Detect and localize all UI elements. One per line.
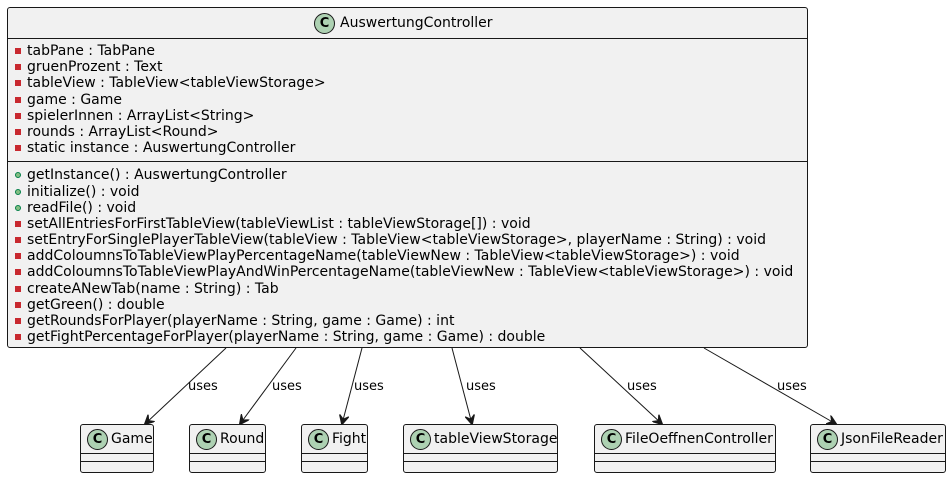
public-visibility-icon [15, 172, 21, 179]
methods-section [190, 462, 265, 476]
method-row: addColoumnsToTableViewPlayAndWinPercenta… [8, 264, 807, 280]
relation-arrow-game [145, 347, 227, 424]
methods-section [302, 462, 367, 476]
method-row: getInstance() : AuswertungController [8, 167, 807, 183]
class-stereotype-icon: C [817, 429, 838, 450]
fields-section: tabPane : TabPane gruenProzent : Text ta… [8, 39, 807, 163]
class-stereotype-icon: C [308, 429, 329, 450]
private-visibility-icon [15, 237, 21, 244]
private-visibility-icon [15, 64, 21, 71]
class-name: Fight [332, 431, 367, 447]
relation-arrow-tableviewstorage [451, 347, 472, 424]
public-visibility-icon [15, 188, 21, 195]
fields-section [81, 454, 153, 462]
relation-arrow-jsonfilereader [703, 347, 836, 424]
private-visibility-icon [15, 128, 21, 135]
class-stereotype-icon: C [410, 429, 431, 450]
relation-label-fileoeffnencontroller: uses [627, 379, 657, 394]
fields-section [595, 454, 775, 462]
method-row: setEntryForSinglePlayerTableView(tableVi… [8, 232, 807, 248]
fields-section [404, 454, 557, 462]
class-stereotype-icon: C [196, 429, 217, 450]
private-visibility-icon [15, 96, 21, 103]
private-visibility-icon [15, 285, 21, 292]
class-name: FileOeffnenController [625, 431, 773, 447]
field-row: tableView : TableView<tableViewStorage> [8, 75, 807, 91]
relation-label-jsonfilereader: uses [777, 379, 807, 394]
private-visibility-icon [15, 269, 21, 276]
field-row: static instance : AuswertungController [8, 140, 807, 156]
relation-label-fight: uses [354, 379, 384, 394]
fields-section [190, 454, 265, 462]
field-row: game : Game [8, 92, 807, 108]
class-name: tableViewStorage [434, 431, 558, 447]
class-header: C AuswertungController [8, 8, 807, 39]
class-name: Game [111, 431, 153, 447]
method-row: getGreen() : double [8, 297, 807, 313]
field-row: spielerInnen : ArrayList<String> [8, 108, 807, 124]
private-visibility-icon [15, 318, 21, 324]
private-visibility-icon [15, 334, 21, 341]
methods-section [81, 462, 153, 476]
private-visibility-icon [15, 80, 21, 87]
method-row: initialize() : void [8, 184, 807, 200]
class-name: AuswertungController [340, 15, 493, 31]
class-stereotype-icon: C [87, 429, 108, 450]
private-visibility-icon [15, 48, 21, 54]
private-visibility-icon [15, 145, 21, 152]
relation-arrow-round [240, 347, 297, 424]
method-row: getFightPercentageForPlayer(playerName :… [8, 329, 807, 345]
private-visibility-icon [15, 112, 21, 119]
fields-section [811, 454, 945, 462]
class-stereotype-icon: C [314, 13, 335, 34]
method-row: createANewTab(name : String) : Tab [8, 281, 807, 297]
methods-section: getInstance() : AuswertungController ini… [8, 162, 807, 348]
class-auswertungcontroller[interactable]: C AuswertungController tabPane : TabPane… [7, 7, 808, 348]
method-row: readFile() : void [8, 200, 807, 216]
methods-section [404, 462, 557, 476]
private-visibility-icon [15, 220, 21, 227]
relation-arrow-fileoeffnencontroller [579, 347, 662, 424]
private-visibility-icon [15, 253, 21, 260]
relation-label-tableviewstorage: uses [466, 379, 496, 394]
method-row: setAllEntriesForFirstTableView(tableView… [8, 216, 807, 232]
method-row: getRoundsForPlayer(playerName : String, … [8, 313, 807, 329]
class-name: JsonFileReader [841, 431, 943, 447]
methods-section [811, 462, 945, 476]
method-row: addColoumnsToTableViewPlayPercentageName… [8, 248, 807, 264]
relation-arrow-fight [342, 347, 363, 424]
relation-label-round: uses [272, 379, 302, 394]
public-visibility-icon [15, 204, 21, 211]
methods-section [595, 462, 775, 476]
class-name: Round [220, 431, 265, 447]
fields-section [302, 454, 367, 462]
class-stereotype-icon: C [601, 429, 622, 450]
field-row: gruenProzent : Text [8, 59, 807, 75]
relation-label-game: uses [188, 379, 218, 394]
field-row: rounds : ArrayList<Round> [8, 124, 807, 140]
private-visibility-icon [15, 301, 21, 308]
field-row: tabPane : TabPane [8, 43, 807, 59]
